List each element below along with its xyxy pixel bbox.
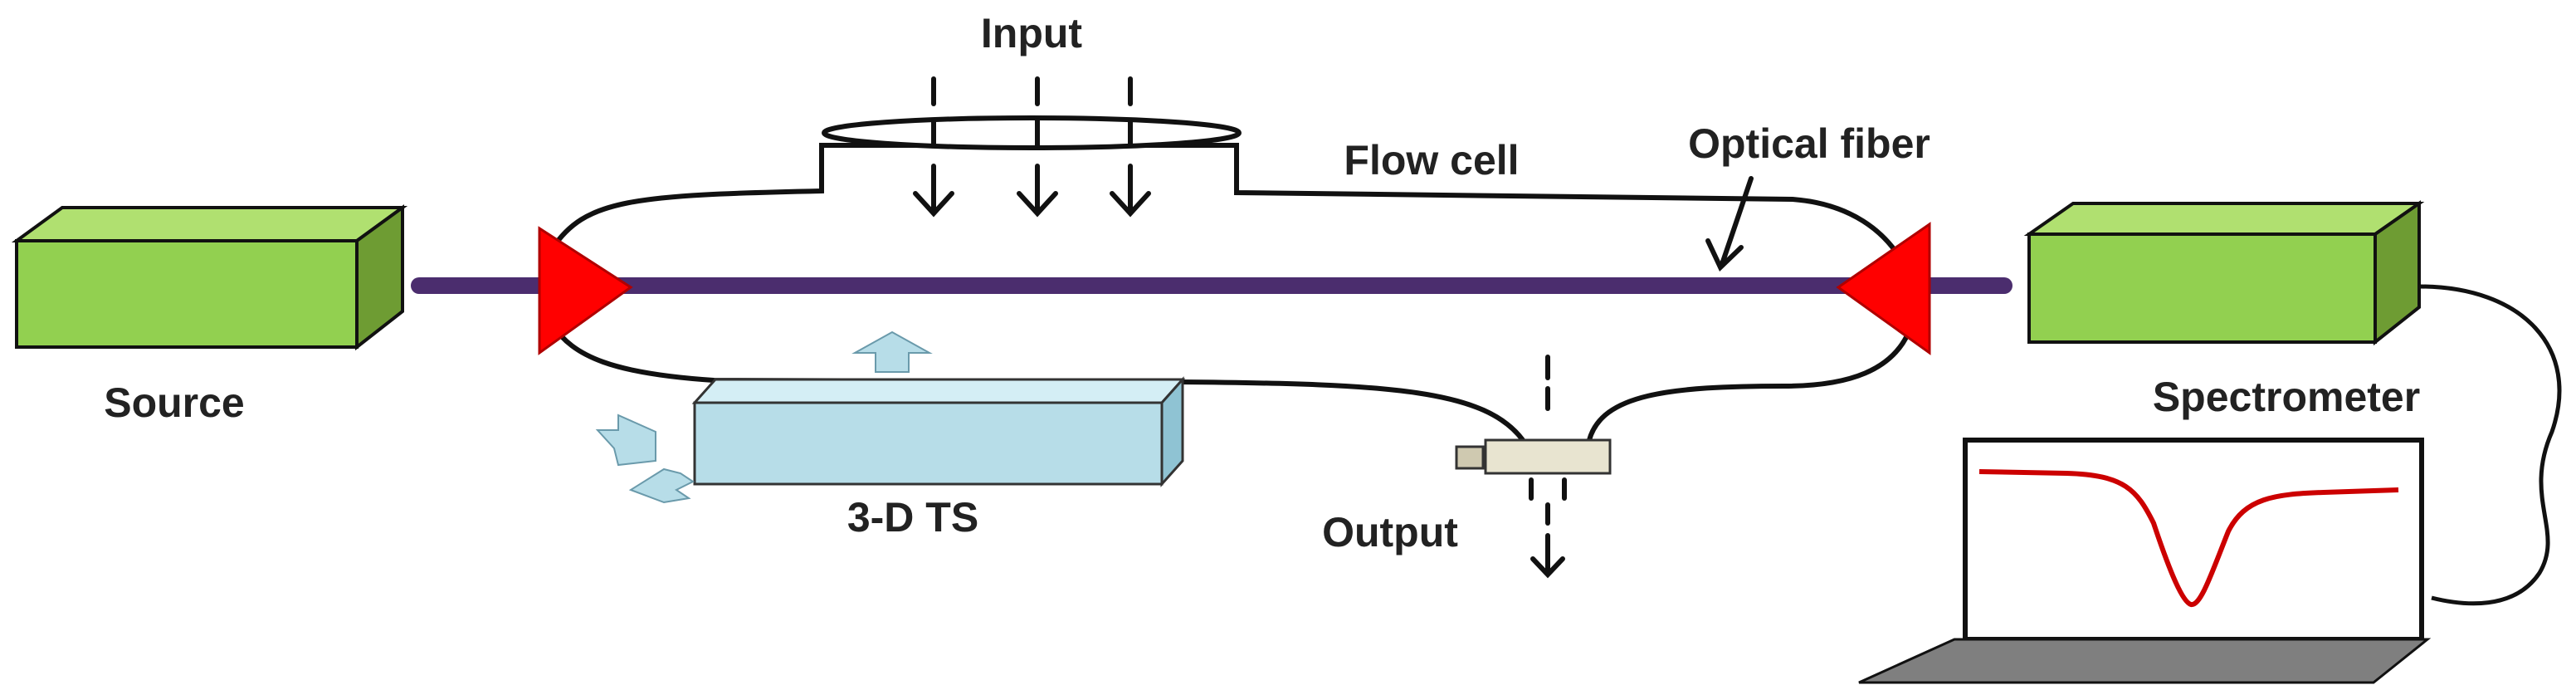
- output-label: Output: [1322, 509, 1458, 555]
- translation-stage-label: 3-D TS: [847, 494, 978, 541]
- translation-stage: [691, 376, 1186, 487]
- laptop: [1858, 438, 2432, 684]
- stage-left-arrow: [595, 414, 656, 467]
- source-box: [11, 204, 408, 351]
- source-label: Source: [104, 379, 245, 426]
- input-label: Input: [981, 10, 1083, 56]
- laptop-keyboard: [1858, 638, 2432, 684]
- right-prism: [1836, 222, 1931, 355]
- stage-up-arrow: [851, 330, 933, 373]
- flow-cell-inlet-ellipse: [822, 115, 1242, 150]
- optical-fiber: [411, 277, 2013, 294]
- laptop-screen: [1963, 438, 2424, 642]
- stage-diagonal-arrow: [628, 467, 695, 504]
- flow-cell-lower-wall-right: [1587, 330, 1911, 441]
- flow-cell-label: Flow cell: [1344, 137, 1519, 184]
- left-prism: [538, 226, 633, 355]
- input-arrows: [913, 76, 1151, 218]
- optical-fiber-label: Optical fiber: [1688, 120, 1930, 167]
- output-valve: [1455, 438, 1612, 475]
- spectrometer-cable: [2418, 284, 2562, 606]
- output-arrows: [1529, 355, 1567, 579]
- spectrometer-label: Spectrometer: [2153, 374, 2420, 420]
- flow-cell-upper-wall: [549, 143, 1911, 276]
- spectrometer-box: [2023, 200, 2425, 346]
- optical-fiber-pointer: [1705, 176, 1754, 272]
- flow-cell-lower-wall: [549, 322, 1525, 442]
- spectrum-curve: [1978, 469, 2399, 607]
